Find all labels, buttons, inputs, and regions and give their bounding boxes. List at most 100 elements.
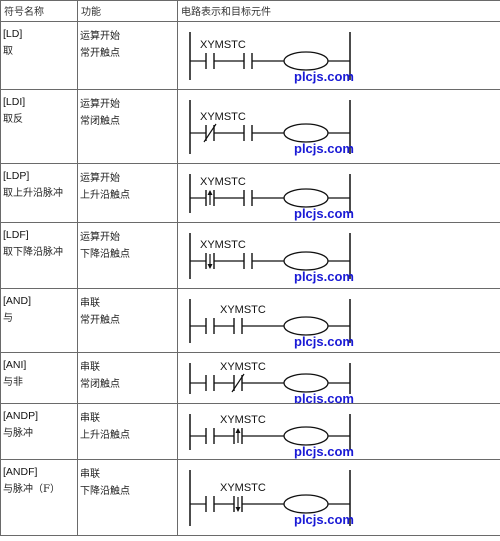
function-line-1: 运算开始 — [80, 232, 120, 243]
function-line-1: 运算开始 — [80, 99, 120, 110]
table-row: [AND]与串联常开触点 XYMSTC plcjs.com — [0, 288, 500, 353]
symbol-cell: [ANDF]与脉冲（F） — [0, 459, 78, 536]
function-line-1: 串联 — [80, 413, 100, 424]
ladder-diagram: XYMSTC plcjs.com — [189, 100, 354, 156]
target-contact — [233, 318, 243, 334]
instruction-desc: 取下降沿脉冲 — [3, 247, 63, 258]
function-line-1: 运算开始 — [80, 31, 120, 42]
header-function: 功能 — [77, 0, 178, 22]
target-contact — [233, 496, 243, 512]
function-line-2: 常开触点 — [80, 315, 120, 326]
instruction-code: [AND] — [3, 295, 32, 307]
normal-contact — [205, 318, 215, 334]
output-coil — [283, 316, 329, 336]
symbol-cell: [ANDP]与脉冲 — [0, 403, 78, 460]
function-line-2: 常开触点 — [80, 48, 120, 59]
function-cell: 串联常闭触点 — [77, 352, 178, 404]
contact-label: XYMSTC — [200, 39, 246, 51]
normal-contact — [243, 253, 253, 269]
ladder-diagram: XYMSTC plcjs.com — [189, 32, 354, 84]
table-row: [LDP] 取上升沿脉冲 运算开始上升沿触点 XYMSTC plcjs.com — [0, 163, 500, 223]
contact-label: XYMSTC — [220, 361, 266, 373]
table-row: [LDI]取反运算开始常闭触点 XYMSTC plcjs.com — [0, 89, 500, 164]
instruction-code: [LDF] — [3, 229, 29, 241]
circuit-cell: XYMSTC plcjs.com — [177, 89, 500, 164]
instruction-desc: 取 — [3, 46, 13, 57]
function-line-2: 常闭触点 — [80, 116, 120, 127]
circuit-cell: XYMSTC plcjs.com — [177, 21, 500, 90]
function-cell: 运算开始上升沿触点 — [77, 163, 178, 223]
table-row: [ANI] 与非 串联常闭触点 XYMSTC plcjs.com — [0, 352, 500, 404]
symbol-cell: [ANI] 与非 — [0, 352, 78, 404]
watermark: plcjs.com — [294, 391, 354, 403]
ladder-diagram: XYMSTC plcjs.com — [189, 174, 354, 221]
header-row: 符号名称 功能 电路表示和目标元件 — [0, 0, 500, 22]
table-row: [LDF] 取下降沿脉冲 运算开始下降沿触点 XYMSTC plcjs.com — [0, 222, 500, 289]
contact-label: XYMSTC — [200, 239, 246, 251]
function-cell: 运算开始常开触点 — [77, 21, 178, 90]
function-line-2: 上升沿触点 — [80, 430, 130, 441]
ladder-diagram: XYMSTC plcjs.com — [189, 233, 354, 284]
header-symbol: 符号名称 — [0, 0, 78, 22]
watermark: plcjs.com — [294, 269, 354, 284]
function-cell: 串联上升沿触点 — [77, 403, 178, 460]
function-line-1: 串联 — [80, 298, 100, 309]
instruction-desc: 取反 — [3, 114, 23, 125]
instruction-code: [LD] — [3, 28, 23, 40]
target-contact — [205, 53, 215, 69]
function-cell: 串联常开触点 — [77, 288, 178, 353]
nc-slash — [231, 373, 245, 393]
output-coil — [283, 494, 329, 514]
header-circuit: 电路表示和目标元件 — [177, 0, 500, 22]
instruction-desc: 与脉冲（F） — [3, 484, 60, 495]
output-coil — [283, 123, 329, 143]
target-contact — [205, 253, 215, 269]
normal-contact — [205, 428, 215, 444]
contact-label: XYMSTC — [200, 111, 246, 123]
normal-contact — [205, 496, 215, 512]
symbol-cell: [AND]与 — [0, 288, 78, 353]
function-cell: 运算开始下降沿触点 — [77, 222, 178, 289]
normal-contact — [243, 53, 253, 69]
contact-label: XYMSTC — [220, 414, 266, 426]
output-coil — [283, 373, 329, 393]
target-contact — [233, 428, 243, 444]
output-coil — [283, 188, 329, 208]
normal-contact — [205, 375, 215, 391]
normal-contact — [243, 190, 253, 206]
output-coil — [283, 426, 329, 446]
instruction-code: [ANDP] — [3, 410, 39, 422]
instruction-code: [ANI] — [3, 359, 27, 371]
function-line-2: 上升沿触点 — [80, 190, 130, 201]
instruction-desc: 取上升沿脉冲 — [3, 188, 63, 199]
function-line-2: 常闭触点 — [80, 379, 120, 390]
nc-slash — [203, 123, 217, 143]
target-contact — [205, 190, 215, 206]
output-coil — [283, 51, 329, 71]
function-cell: 运算开始常闭触点 — [77, 89, 178, 164]
instruction-code: [LDP] — [3, 170, 30, 182]
circuit-cell: XYMSTC plcjs.com — [177, 222, 500, 289]
watermark: plcjs.com — [294, 206, 354, 221]
contact-label: XYMSTC — [220, 482, 266, 494]
circuit-cell: XYMSTC plcjs.com — [177, 163, 500, 223]
symbol-cell: [LDI]取反 — [0, 89, 78, 164]
instruction-desc: 与非 — [3, 377, 23, 388]
contact-label: XYMSTC — [200, 176, 246, 188]
ladder-diagram: XYMSTC plcjs.com — [189, 470, 354, 527]
symbol-cell: [LDP] 取上升沿脉冲 — [0, 163, 78, 223]
contact-label: XYMSTC — [220, 304, 266, 316]
watermark: plcjs.com — [294, 69, 354, 84]
symbol-cell: [LDF] 取下降沿脉冲 — [0, 222, 78, 289]
watermark: plcjs.com — [294, 141, 354, 156]
normal-contact — [243, 125, 253, 141]
watermark: plcjs.com — [294, 334, 354, 349]
output-coil — [283, 251, 329, 271]
watermark: plcjs.com — [294, 512, 354, 527]
symbol-cell: [LD] 取 — [0, 21, 78, 90]
